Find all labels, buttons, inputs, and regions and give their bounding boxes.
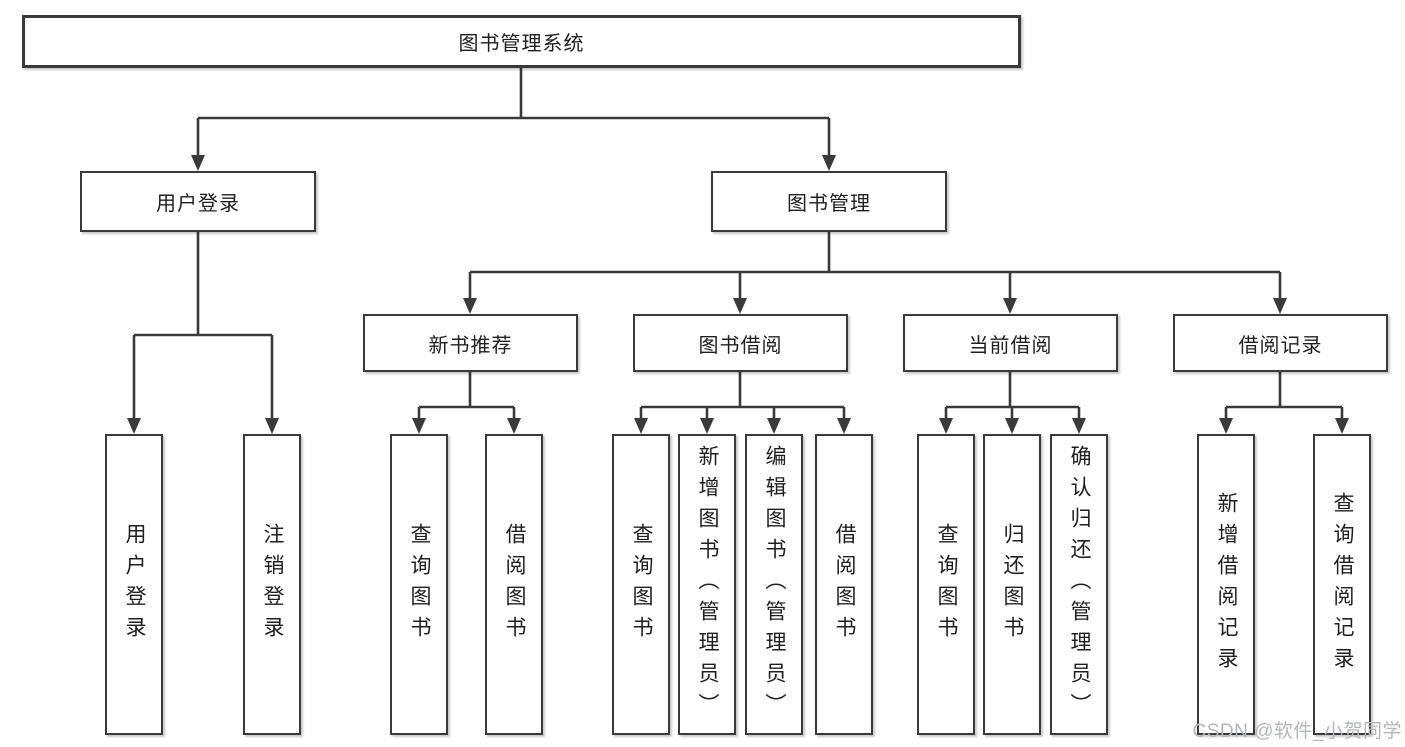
leaf-query-borrow-record: 查询借阅记录 (1313, 434, 1371, 735)
leaf-confirm-return-admin: 确认归还（管理员） (1050, 434, 1108, 735)
node-borrow-records: 借阅记录 (1173, 314, 1388, 372)
leaf-add-borrow-record: 新增借阅记录 (1197, 434, 1255, 735)
leaf-user-login: 用户登录 (105, 434, 163, 735)
leaf-borrow-books: 借阅图书 (815, 434, 873, 735)
node-book-borrow: 图书借阅 (633, 314, 848, 372)
leaf-add-book-admin: 新增图书（管理员） (678, 434, 736, 735)
node-root-system: 图书管理系统 (22, 15, 1021, 68)
node-user-login: 用户登录 (80, 171, 316, 232)
leaf-logout: 注销登录 (243, 434, 301, 735)
arrowheads (127, 155, 1349, 434)
leaf-query-books-current: 查询图书 (917, 434, 975, 735)
csdn-watermark: CSDN @软件_小贺同学 (1192, 721, 1402, 742)
leaf-query-books-borrow: 查询图书 (612, 434, 670, 735)
node-current-borrow: 当前借阅 (903, 314, 1118, 372)
node-book-management: 图书管理 (711, 171, 947, 232)
leaf-return-book: 归还图书 (983, 434, 1041, 735)
leaf-edit-book-admin: 编辑图书（管理员） (745, 434, 803, 735)
leaf-borrow-books-recommend: 借阅图书 (485, 434, 543, 735)
leaf-query-books-recommend: 查询图书 (390, 434, 448, 735)
node-new-book-recommend: 新书推荐 (363, 314, 578, 372)
